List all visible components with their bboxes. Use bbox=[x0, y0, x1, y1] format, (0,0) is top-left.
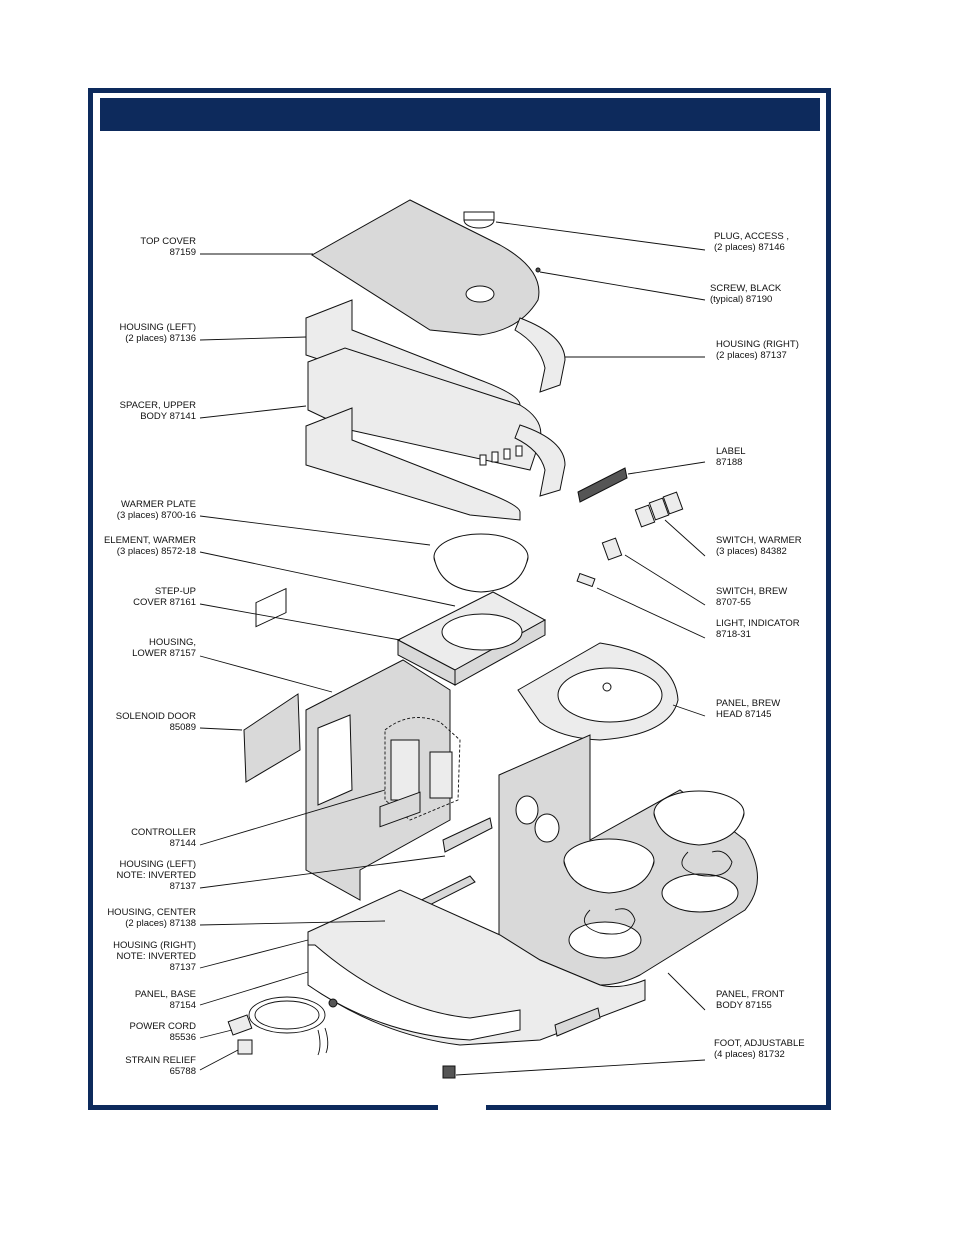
label-part-number: (4 places) 81732 bbox=[714, 1049, 785, 1060]
label-name: HOUSING, CENTER bbox=[107, 907, 196, 918]
label-part-number: 87137 bbox=[169, 962, 196, 973]
label-controller: CONTROLLER 87144 bbox=[100, 827, 196, 849]
label-part-number: (2 places) 87137 bbox=[716, 350, 787, 361]
housing-right-part bbox=[514, 317, 566, 393]
label-plug-access: PLUG, ACCESS , (2 places) 87146 bbox=[714, 231, 789, 253]
label-part-number: 87188 bbox=[716, 457, 743, 468]
label-step-up-cover: STEP-UP COVER 87161 bbox=[100, 586, 196, 608]
label-part-number: 8718-31 bbox=[716, 629, 751, 640]
label-light-indicator: LIGHT, INDICATOR 8718-31 bbox=[716, 618, 800, 640]
label-part-number: (typical) 87190 bbox=[710, 294, 773, 305]
label-top-cover: TOP COVER 87159 bbox=[100, 236, 196, 258]
label-part-number: (2 places) 87138 bbox=[125, 918, 196, 929]
label-part-number: 87159 bbox=[169, 247, 196, 258]
label-name: HOUSING (RIGHT) bbox=[716, 339, 799, 350]
label-name: HOUSING, bbox=[149, 637, 196, 648]
label-name: PANEL, BREW bbox=[716, 698, 781, 709]
label-part-number: LOWER 87157 bbox=[132, 648, 196, 659]
label-panel-front-body: PANEL, FRONT BODY 87155 bbox=[716, 989, 784, 1011]
label-housing-lower: HOUSING, LOWER 87157 bbox=[100, 637, 196, 659]
label-element-warmer: ELEMENT, WARMER (3 places) 8572-18 bbox=[100, 535, 196, 557]
header-bar bbox=[100, 98, 820, 131]
label-solenoid-door: SOLENOID DOOR 85089 bbox=[100, 711, 196, 733]
label-strain-relief: STRAIN RELIEF 65788 bbox=[100, 1055, 196, 1077]
label-label: LABEL 87188 bbox=[716, 446, 746, 468]
label-housing-left-inverted: HOUSING (LEFT) NOTE: INVERTED 87137 bbox=[100, 859, 196, 892]
label-name: PLUG, ACCESS , bbox=[714, 231, 789, 242]
label-name: LIGHT, INDICATOR bbox=[716, 618, 800, 629]
label-name: SPACER, UPPER bbox=[119, 400, 196, 411]
label-name: SCREW, BLACK bbox=[710, 283, 782, 294]
label-name: SWITCH, BREW bbox=[716, 586, 788, 597]
label-part-number: 65788 bbox=[169, 1066, 196, 1077]
label-name: LABEL bbox=[716, 446, 746, 457]
label-part-number: BODY 87155 bbox=[716, 1000, 772, 1011]
label-part-number: 8707-55 bbox=[716, 597, 751, 608]
label-switch-brew: SWITCH, BREW 8707-55 bbox=[716, 586, 787, 608]
label-part-number: 87144 bbox=[169, 838, 196, 849]
label-part-number: (3 places) 84382 bbox=[716, 546, 787, 557]
label-name: HOUSING (RIGHT) bbox=[113, 940, 196, 951]
label-part-number: HEAD 87145 bbox=[716, 709, 772, 720]
label-name: CONTROLLER bbox=[131, 827, 196, 838]
label-name: STRAIN RELIEF bbox=[125, 1055, 196, 1066]
label-name: HOUSING (LEFT) bbox=[119, 322, 196, 333]
label-switch-warmer: SWITCH, WARMER (3 places) 84382 bbox=[716, 535, 802, 557]
foot-adjustable-part bbox=[442, 1065, 456, 1079]
screw-black-part bbox=[535, 267, 541, 273]
switch-brew-part bbox=[601, 537, 623, 561]
label-name: TOP COVER bbox=[140, 236, 196, 247]
label-name: PANEL, BASE bbox=[134, 989, 196, 1000]
label-name: PANEL, FRONT bbox=[716, 989, 785, 1000]
label-screw-black: SCREW, BLACK (typical) 87190 bbox=[710, 283, 781, 305]
frame-gap bbox=[438, 1103, 486, 1113]
label-name: POWER CORD bbox=[129, 1021, 197, 1032]
label-part-number: 87154 bbox=[169, 1000, 196, 1011]
label-part-number: (3 places) 8572-18 bbox=[116, 546, 196, 557]
label-power-cord: POWER CORD 85536 bbox=[100, 1021, 197, 1043]
label-part-number: 85089 bbox=[169, 722, 196, 733]
label-spacer-upper-body: SPACER, UPPER BODY 87141 bbox=[100, 400, 196, 422]
light-indicator-part bbox=[576, 572, 596, 588]
solenoid-door-part bbox=[243, 693, 301, 783]
controller-part bbox=[384, 717, 461, 821]
label-warmer-plate: WARMER PLATE (3 places) 8700-16 bbox=[100, 499, 196, 521]
label-housing-right: HOUSING (RIGHT) (2 places) 87137 bbox=[716, 339, 799, 361]
spacer-upper-body-part bbox=[307, 347, 542, 471]
label-housing-left: HOUSING (LEFT) (2 places) 87136 bbox=[100, 322, 196, 344]
label-housing-right-inverted: HOUSING (RIGHT) NOTE: INVERTED 87137 bbox=[100, 940, 196, 973]
label-part-number: (2 places) 87146 bbox=[714, 242, 785, 253]
label-part-number: BODY 87141 bbox=[140, 411, 196, 422]
label-foot-adjustable: FOOT, ADJUSTABLE (4 places) 81732 bbox=[714, 1038, 805, 1060]
label-part-number: 85536 bbox=[169, 1032, 196, 1043]
switch-warmer-part bbox=[634, 504, 656, 528]
label-name: WARMER PLATE bbox=[121, 499, 196, 510]
label-name: SOLENOID DOOR bbox=[115, 711, 196, 722]
label-panel-brew-head: PANEL, BREW HEAD 87145 bbox=[716, 698, 780, 720]
label-name: FOOT, ADJUSTABLE bbox=[714, 1038, 805, 1049]
label-part-number: (3 places) 8700-16 bbox=[116, 510, 196, 521]
label-name: SWITCH, WARMER bbox=[716, 535, 802, 546]
label-panel-base: PANEL, BASE 87154 bbox=[100, 989, 196, 1011]
label-name: ELEMENT, WARMER bbox=[103, 535, 196, 546]
label-name: HOUSING (LEFT) bbox=[119, 859, 196, 870]
power-cord-part bbox=[248, 996, 326, 1034]
label-part-number: (2 places) 87136 bbox=[125, 333, 196, 344]
label-name: STEP-UP bbox=[154, 586, 196, 597]
label-housing-center: HOUSING, CENTER (2 places) 87138 bbox=[100, 907, 196, 929]
label-part-number: COVER 87161 bbox=[133, 597, 196, 608]
label-part-number: 87137 bbox=[169, 881, 196, 892]
label-note: NOTE: INVERTED bbox=[116, 951, 196, 962]
label-part bbox=[577, 467, 628, 503]
label-note: NOTE: INVERTED bbox=[116, 870, 196, 881]
strain-relief-part bbox=[237, 1039, 253, 1055]
